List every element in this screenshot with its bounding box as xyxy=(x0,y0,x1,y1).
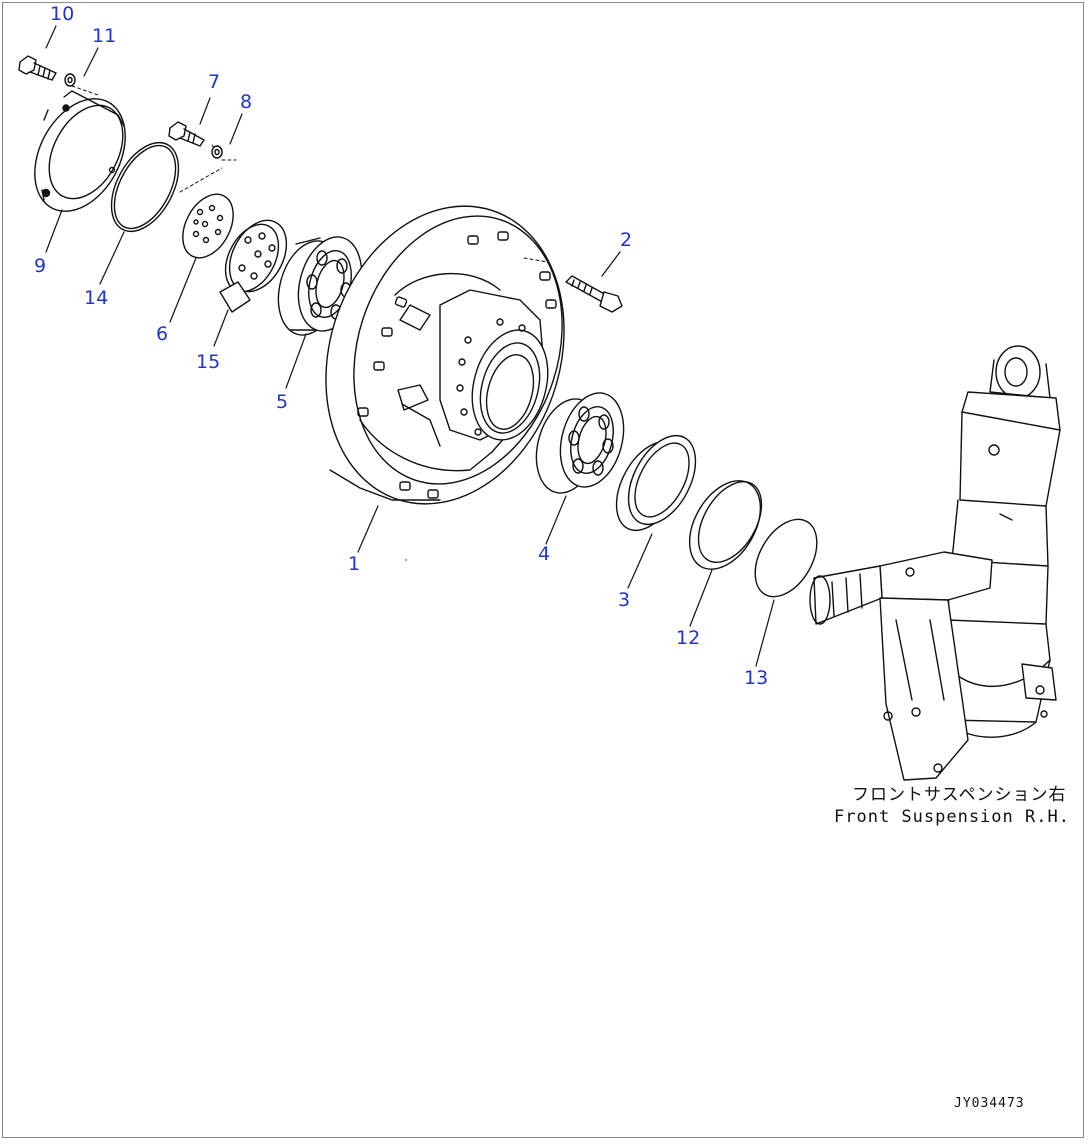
callout-15: 15 xyxy=(196,351,221,373)
part-10-bolt xyxy=(19,56,56,80)
callout-1: 1 xyxy=(348,553,361,575)
part-9-cover xyxy=(17,83,144,227)
part-6-plate xyxy=(173,186,244,267)
callout-7: 7 xyxy=(208,71,221,93)
part-7-bolt xyxy=(169,122,204,146)
callout-10: 10 xyxy=(50,3,75,25)
callout-12: 12 xyxy=(676,627,701,649)
part-15-shim xyxy=(215,211,298,312)
callout-3: 3 xyxy=(618,589,631,611)
callout-14: 14 xyxy=(84,287,109,309)
part-11-washer xyxy=(65,74,75,86)
callout-4: 4 xyxy=(538,543,551,565)
front-suspension-assembly xyxy=(810,346,1060,780)
part-2-stud xyxy=(524,258,622,312)
part-12-ring xyxy=(675,468,775,581)
part-14-o-ring xyxy=(98,131,193,242)
part-3-race xyxy=(603,424,710,541)
callout-2: 2 xyxy=(620,229,633,251)
caption-english: Front Suspension R.H. xyxy=(834,807,1070,827)
callout-9: 9 xyxy=(34,255,47,277)
callout-11: 11 xyxy=(92,25,117,47)
callout-5: 5 xyxy=(276,391,289,413)
part-13-disc xyxy=(742,509,829,608)
drawing-id: JY034473 xyxy=(954,1096,1025,1111)
leader-lines xyxy=(46,26,774,666)
callout-6: 6 xyxy=(156,323,169,345)
callout-13: 13 xyxy=(744,667,769,689)
caption-japanese: フロントサスペンション右 xyxy=(852,785,1067,805)
part-8-washer xyxy=(212,146,222,158)
part-1-hub xyxy=(289,175,602,560)
callout-8: 8 xyxy=(240,91,253,113)
part-4-bearing xyxy=(527,386,634,500)
